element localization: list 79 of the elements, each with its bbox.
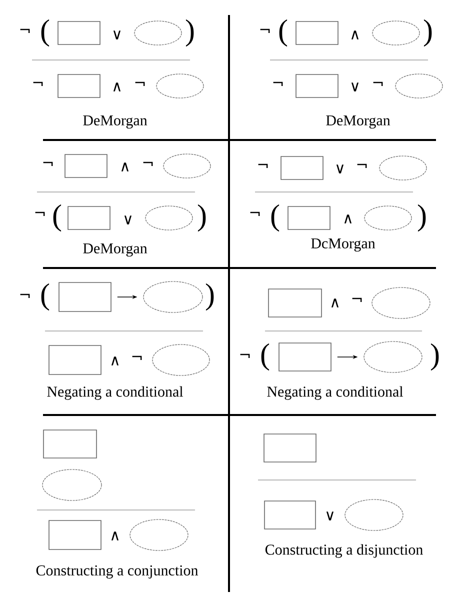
placeholder-box — [268, 288, 322, 318]
parenthesis: ) — [206, 283, 214, 311]
placeholder-ellipse — [145, 206, 193, 230]
rule-name: DcMorgan — [311, 238, 376, 252]
logic-symbol: ∨ — [351, 82, 359, 92]
parenthesis: ( — [271, 204, 280, 232]
logic-symbol: ¬ — [135, 82, 145, 86]
logic-symbol: ¬ — [132, 356, 142, 360]
placeholder-box — [264, 500, 316, 530]
parenthesis: ) — [186, 19, 194, 47]
placeholder-box — [264, 434, 316, 462]
logic-symbol: ¬ — [260, 28, 270, 34]
logic-symbol: ∧ — [121, 162, 129, 172]
rule-name: Constructing a conjunction — [36, 565, 198, 579]
parenthesis: ( — [261, 343, 270, 371]
placeholder-ellipse — [364, 206, 412, 230]
logic-symbol: ¬ — [352, 298, 362, 302]
placeholder-ellipse — [364, 341, 422, 373]
placeholder-box — [278, 342, 332, 372]
placeholder-box — [296, 74, 338, 98]
parenthesis: ( — [41, 19, 50, 47]
logic-symbol: ∨ — [113, 30, 121, 40]
placeholder-box — [48, 345, 102, 375]
logic-symbol: ¬ — [357, 164, 367, 168]
placeholder-ellipse — [372, 287, 430, 319]
logic-symbol: ∨ — [124, 216, 132, 224]
rule-name: Negating a conditional — [267, 386, 404, 400]
logic-symbol: ∧ — [331, 298, 339, 308]
logic-symbol: ∧ — [351, 30, 359, 40]
logic-symbol: ∨ — [336, 164, 344, 174]
logic-symbol: ¬ — [35, 212, 45, 216]
logic-symbol: ¬ — [43, 162, 53, 166]
placeholder-box — [48, 520, 102, 550]
rule-name: DeMorgan — [83, 243, 148, 257]
parenthesis: ( — [41, 283, 50, 311]
rule-name: Constructing a disjunction — [265, 544, 423, 558]
parenthesis: ( — [53, 204, 62, 232]
rule-name: DeMorgan — [326, 115, 390, 129]
logic-symbol: ∨ — [326, 512, 334, 520]
placeholder-box — [58, 21, 100, 45]
placeholder-ellipse — [152, 344, 210, 376]
placeholder-ellipse — [395, 74, 443, 98]
parenthesis: ) — [418, 204, 426, 232]
parenthesis: ( — [279, 19, 288, 47]
placeholder-ellipse — [134, 20, 182, 46]
parenthesis: ) — [430, 343, 439, 371]
placeholder-ellipse — [163, 154, 211, 178]
placeholder-box — [296, 21, 338, 45]
placeholder-ellipse — [42, 469, 102, 501]
parenthesis: ) — [424, 19, 432, 47]
placeholder-ellipse — [379, 156, 427, 180]
placeholder-box — [288, 206, 330, 230]
logic-symbol: ¬ — [33, 82, 43, 86]
logic-symbol: ¬ — [20, 294, 30, 298]
rule-name: DeMorgan — [83, 115, 148, 129]
logic-symbol: ¬ — [240, 354, 250, 358]
placeholder-box — [280, 156, 324, 180]
placeholder-ellipse — [344, 499, 404, 531]
logic-symbol: ¬ — [20, 28, 30, 34]
placeholder-ellipse — [143, 281, 203, 313]
placeholder-box — [58, 74, 100, 98]
logic-symbol: ∧ — [111, 532, 119, 540]
placeholder-box — [58, 282, 112, 312]
logic-symbol: ¬ — [250, 212, 260, 216]
rule-name: Negating a conditional — [47, 386, 184, 400]
placeholder-box — [68, 206, 110, 230]
logic-symbol: ∧ — [113, 82, 121, 92]
placeholder-ellipse — [130, 519, 188, 551]
placeholder-box — [43, 430, 97, 458]
logic-symbol: ∧ — [111, 356, 119, 366]
logic-symbol: ¬ — [143, 162, 153, 166]
placeholder-ellipse — [372, 20, 420, 46]
placeholder-box — [64, 154, 108, 178]
logic-symbol: ¬ — [258, 164, 268, 168]
logic-symbol: ¬ — [273, 82, 283, 86]
logic-symbol: ∧ — [344, 214, 352, 224]
parenthesis: ) — [198, 204, 206, 232]
logic-symbol: ¬ — [373, 82, 383, 86]
placeholder-ellipse — [156, 74, 204, 98]
